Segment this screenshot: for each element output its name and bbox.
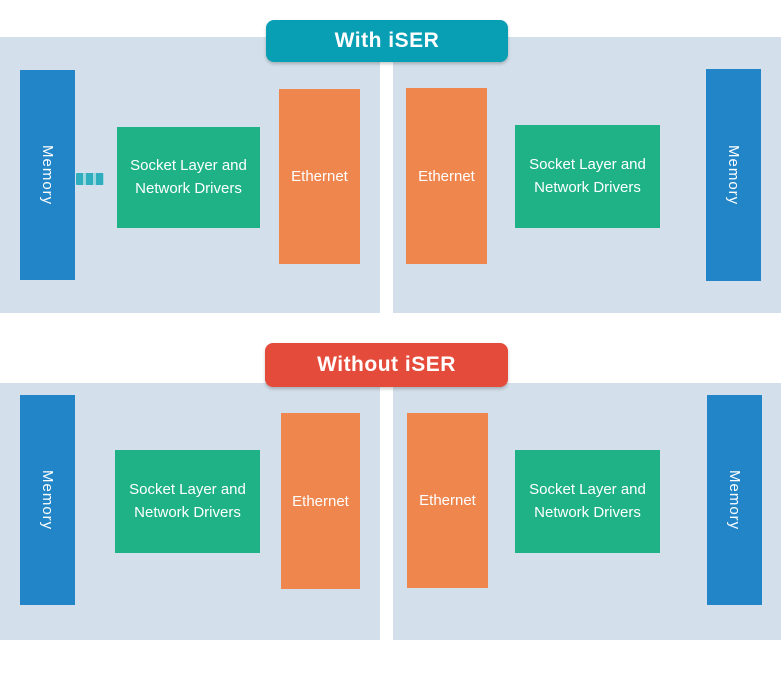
ethernet-box: Ethernet (406, 88, 487, 264)
memory-socket-dashed-connector (76, 173, 104, 185)
with-iser-right-panel: Ethernet Socket Layer and Network Driver… (393, 37, 781, 313)
socket-layer-box: Socket Layer and Network Drivers (515, 125, 660, 228)
memory-box: Memory (20, 70, 75, 280)
ethernet-box: Ethernet (407, 413, 488, 588)
socket-layer-box: Socket Layer and Network Drivers (515, 450, 660, 553)
with-iser-left-panel: Memory Socket Layer and Network Drivers … (0, 37, 380, 313)
without-iser-left-panel: Memory Socket Layer and Network Drivers … (0, 383, 380, 640)
with-iser-badge: With iSER (266, 20, 508, 62)
without-iser-right-panel: Ethernet Socket Layer and Network Driver… (393, 383, 781, 640)
memory-box: Memory (20, 395, 75, 605)
without-iser-badge: Without iSER (265, 343, 508, 387)
socket-layer-box: Socket Layer and Network Drivers (115, 450, 260, 553)
memory-box: Memory (706, 69, 761, 281)
ethernet-box: Ethernet (281, 413, 360, 589)
memory-box: Memory (707, 395, 762, 605)
ethernet-box: Ethernet (279, 89, 360, 264)
socket-layer-box: Socket Layer and Network Drivers (117, 127, 260, 228)
